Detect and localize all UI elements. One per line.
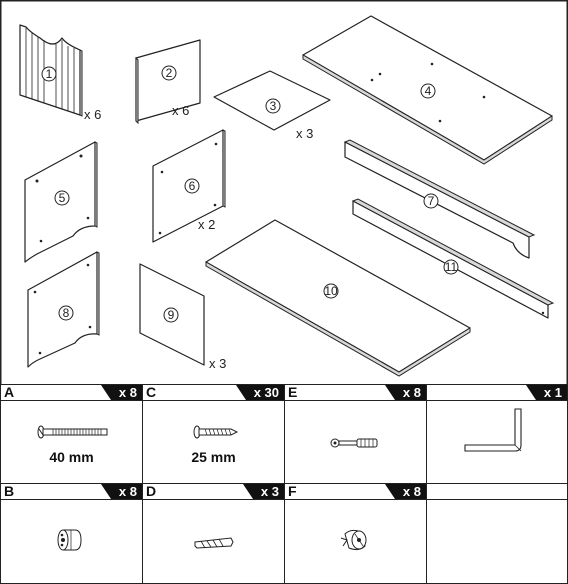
cam-bolt-icon [285, 401, 426, 483]
panel-number-2: 2 [166, 66, 173, 80]
allen-key-icon [427, 401, 567, 483]
hardware-cell-header: D x 3 [143, 483, 284, 500]
hardware-cell-f: F x 8 [285, 483, 427, 584]
cam-connector-icon [285, 500, 426, 583]
hardware-cell-empty [427, 484, 568, 584]
hardware-letter: E [288, 384, 298, 400]
wooden-dowel-icon [143, 500, 284, 583]
hardware-count-badge: x 8 [384, 385, 426, 400]
short-screw-icon [143, 401, 284, 483]
hardware-letter: C [146, 384, 157, 400]
panel-qty-2: x 6 [172, 103, 189, 118]
hardware-grid: A x 8 40 mm C x 30 [0, 384, 568, 584]
panel-2: 2 x 6 [135, 39, 201, 125]
parts-diagram: 1 x 6 2 x 6 3 x 3 4 5 [0, 0, 568, 384]
hardware-cell-header [427, 484, 567, 500]
panel-3: 3 x 3 [213, 70, 331, 141]
panel-number-3: 3 [270, 99, 277, 113]
hardware-cell-header: B x 8 [1, 483, 142, 500]
panel-number-10: 10 [324, 284, 338, 298]
panel-number-6: 6 [189, 179, 196, 193]
panel-10: 10 [205, 219, 471, 377]
hardware-size-label: 25 mm [191, 449, 236, 465]
hardware-cell-header: x 1 [427, 385, 567, 401]
hardware-letter: F [288, 483, 297, 499]
hardware-letter: B [4, 483, 15, 499]
cam-lock-icon [1, 500, 142, 583]
panel-6: 6 x 2 [152, 129, 226, 243]
hardware-letter: A [4, 384, 15, 400]
hardware-cell-b: B x 8 [0, 483, 143, 584]
hardware-cell-c: C x 30 25 mm [143, 384, 285, 484]
hardware-cell-header: E x 8 [285, 384, 426, 401]
hardware-cell-header: C x 30 [143, 384, 284, 401]
panel-number-1: 1 [46, 67, 53, 81]
hardware-count-badge: x 8 [100, 385, 142, 400]
panel-qty-6: x 2 [198, 217, 215, 232]
hardware-cell-d: D x 3 [143, 483, 285, 584]
long-screw-icon [1, 401, 142, 483]
panel-number-9: 9 [168, 308, 175, 322]
panel-number-7: 7 [428, 194, 435, 208]
panel-qty-3: x 3 [296, 126, 313, 141]
hardware-count-badge: x 1 [525, 385, 567, 400]
hardware-size-label: 40 mm [49, 449, 94, 465]
parts-diagram-svg: 1 x 6 2 x 6 3 x 3 4 5 [0, 0, 568, 384]
hardware-letter: D [146, 483, 157, 499]
hardware-cell-e: E x 8 [285, 384, 427, 484]
panel-number-11: 11 [445, 260, 458, 274]
panel-number-4: 4 [425, 84, 432, 98]
panel-9: 9 x 3 [139, 263, 226, 371]
hardware-count-badge: x 30 [235, 385, 284, 400]
hardware-cell-header: F x 8 [285, 483, 426, 500]
panel-number-5: 5 [59, 191, 66, 205]
hardware-cell-allen-key: x 1 [427, 384, 568, 484]
panel-7: 7 [343, 139, 536, 259]
panel-qty-1: x 6 [84, 107, 101, 122]
hardware-cell-a: A x 8 40 mm [0, 384, 143, 484]
panel-qty-9: x 3 [209, 356, 226, 371]
panel-4: 4 [302, 15, 553, 165]
panel-number-8: 8 [63, 306, 70, 320]
hardware-count-badge: x 3 [242, 484, 284, 499]
panel-1: 1 x 6 [19, 24, 101, 122]
panel-11: 11 [351, 198, 555, 319]
panel-8: 8 [27, 251, 100, 368]
panel-5: 5 [24, 141, 98, 263]
hardware-cell-header: A x 8 [1, 384, 142, 401]
hardware-count-badge: x 8 [100, 484, 142, 499]
hardware-count-badge: x 8 [384, 484, 426, 499]
